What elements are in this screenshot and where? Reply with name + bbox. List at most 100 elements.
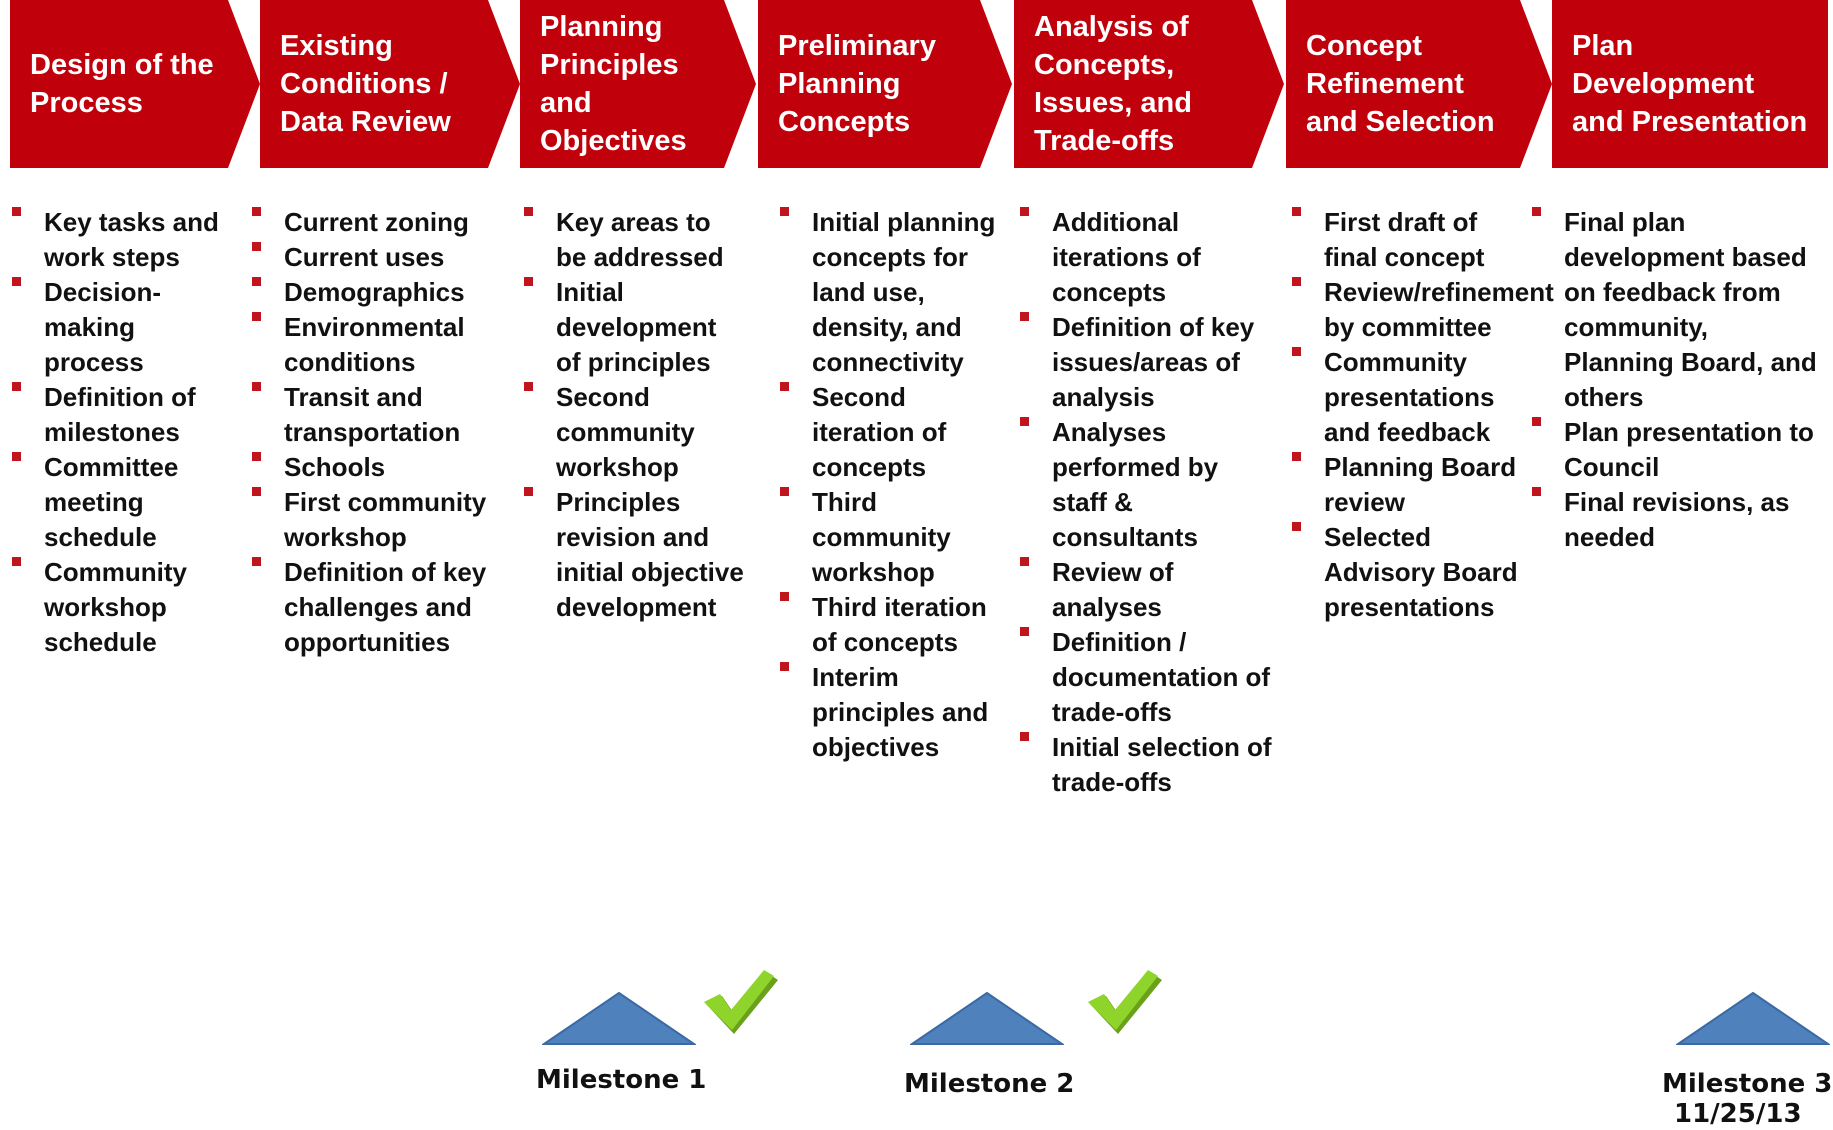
- task-item: Current zoning: [252, 205, 502, 240]
- task-item: Definition of key issues/areas of analys…: [1020, 310, 1278, 415]
- milestone-2-check-icon: [1088, 970, 1162, 1034]
- task-item: Decision-making process: [12, 275, 238, 380]
- task-item: Current uses: [252, 240, 502, 275]
- bullet-icon: [780, 592, 789, 601]
- bullet-icon: [12, 207, 21, 216]
- task-item: Third iteration of concepts: [780, 590, 1000, 660]
- bullet-icon: [12, 277, 21, 286]
- bullet-icon: [524, 382, 533, 391]
- bullet-icon: [1532, 487, 1541, 496]
- box-shape: [1552, 0, 1828, 168]
- bullet-icon: [12, 452, 21, 461]
- task-item: Additional iterations of concepts: [1020, 205, 1278, 310]
- bullet-icon: [1292, 452, 1301, 461]
- stage-7: Plan Development and Presentation: [1552, 0, 1828, 168]
- bullet-icon: [1020, 207, 1029, 216]
- milestone-3-date: 11/25/13: [1674, 1099, 1802, 1129]
- stage-title: Design of the Process: [30, 49, 214, 119]
- task-item: Review/refinement by committee: [1292, 275, 1554, 345]
- stage-title: Preliminary Planning Concepts: [778, 30, 936, 138]
- task-item: Initial planning concepts for land use, …: [780, 205, 1000, 380]
- bullet-icon: [12, 557, 21, 566]
- task-item: Final plan development based on feedback…: [1532, 205, 1822, 415]
- task-item: Plan presentation to Council: [1532, 415, 1822, 485]
- bullet-icon: [252, 452, 261, 461]
- task-item: Second community workshop: [524, 380, 746, 485]
- stage-2: Existing Conditions / Data Review: [260, 0, 520, 168]
- stage-4: Preliminary Planning Concepts: [758, 0, 1012, 168]
- task-item: Initial development of principles: [524, 275, 746, 380]
- task-item: Review of analyses: [1020, 555, 1278, 625]
- stage-4-tasks: Initial planning concepts for land use, …: [780, 205, 1000, 765]
- task-item: Committee meeting schedule: [12, 450, 238, 555]
- bullet-icon: [780, 207, 789, 216]
- stage-3-tasks: Key areas to be addressed Initial develo…: [524, 205, 746, 625]
- task-item: Analyses performed by staff & consultant…: [1020, 415, 1278, 555]
- bullet-icon: [780, 487, 789, 496]
- stage-title: Existing Conditions / Data Review: [280, 30, 451, 138]
- stage-6: Concept Refinement and Selection: [1286, 0, 1552, 168]
- task-item: Definition of milestones: [12, 380, 238, 450]
- bullet-icon: [252, 277, 261, 286]
- task-item: Key areas to be addressed: [524, 205, 746, 275]
- stage-title: Concept Refinement and Selection: [1306, 30, 1495, 138]
- bullet-icon: [1020, 627, 1029, 636]
- stage-1-tasks: Key tasks and work steps Decision-making…: [12, 205, 238, 660]
- stage-title: Planning Principles and Objectives: [540, 11, 687, 157]
- milestone-3-label: Milestone 3: [1662, 1069, 1833, 1099]
- task-item: Final revisions, as needed: [1532, 485, 1822, 555]
- task-item: Demographics: [252, 275, 502, 310]
- stage-3: Planning Principles and Objectives: [520, 0, 756, 168]
- milestone-3-triangle-icon: [1676, 991, 1830, 1045]
- bullet-icon: [1020, 732, 1029, 741]
- bullet-icon: [1292, 347, 1301, 356]
- milestone-1-check-icon: [704, 970, 778, 1034]
- chevron-shape: [1014, 0, 1284, 168]
- task-item: Definition / documentation of trade-offs: [1020, 625, 1278, 730]
- stage-title: Analysis of Concepts, Issues, and Trade-…: [1034, 11, 1192, 157]
- task-item: Environmental conditions: [252, 310, 502, 380]
- stage-5: Analysis of Concepts, Issues, and Trade-…: [1014, 0, 1284, 168]
- bullet-icon: [252, 242, 261, 251]
- task-item: Schools: [252, 450, 502, 485]
- bullet-icon: [252, 557, 261, 566]
- stage-5-tasks: Additional iterations of concepts Defini…: [1020, 205, 1278, 800]
- task-item: Planning Board review: [1292, 450, 1526, 520]
- task-item: Community presentations and feedback: [1292, 345, 1526, 450]
- stage-7-tasks: Final plan development based on feedback…: [1532, 205, 1822, 555]
- chevron-shape: [520, 0, 756, 168]
- bullet-icon: [524, 487, 533, 496]
- stage-2-tasks: Current zoning Current uses Demographics…: [252, 205, 502, 660]
- task-item: Definition of key challenges and opportu…: [252, 555, 502, 660]
- bullet-icon: [1020, 557, 1029, 566]
- task-item: Community workshop schedule: [12, 555, 238, 660]
- bullet-icon: [12, 382, 21, 391]
- bullet-icon: [524, 277, 533, 286]
- bullet-icon: [252, 382, 261, 391]
- chevron-shape: [758, 0, 1012, 168]
- task-item: Selected Advisory Board presentations: [1292, 520, 1526, 625]
- task-item: Principles revision and initial objectiv…: [524, 485, 746, 625]
- bullet-icon: [1292, 522, 1301, 531]
- bullet-icon: [524, 207, 533, 216]
- stage-6-tasks: First draft of final concept Review/refi…: [1292, 205, 1554, 625]
- bullet-icon: [780, 382, 789, 391]
- task-item: Key tasks and work steps: [12, 205, 238, 275]
- bullet-icon: [1292, 207, 1301, 216]
- bullet-icon: [1532, 207, 1541, 216]
- task-item: Interim principles and objectives: [780, 660, 1000, 765]
- task-item: Transit and transportation: [252, 380, 502, 450]
- bullet-icon: [1532, 417, 1541, 426]
- bullet-icon: [1292, 277, 1301, 286]
- milestone-1-triangle-icon: [542, 991, 696, 1045]
- bullet-icon: [252, 487, 261, 496]
- task-item: Second iteration of concepts: [780, 380, 1000, 485]
- milestone-2-label: Milestone 2: [904, 1069, 1075, 1099]
- task-item: First community workshop: [252, 485, 502, 555]
- chevron-shape: [1286, 0, 1552, 168]
- bullet-icon: [1020, 417, 1029, 426]
- bullet-icon: [1020, 312, 1029, 321]
- bullet-icon: [780, 662, 789, 671]
- chevron-shape: [260, 0, 520, 168]
- chevron-shape: [10, 0, 260, 168]
